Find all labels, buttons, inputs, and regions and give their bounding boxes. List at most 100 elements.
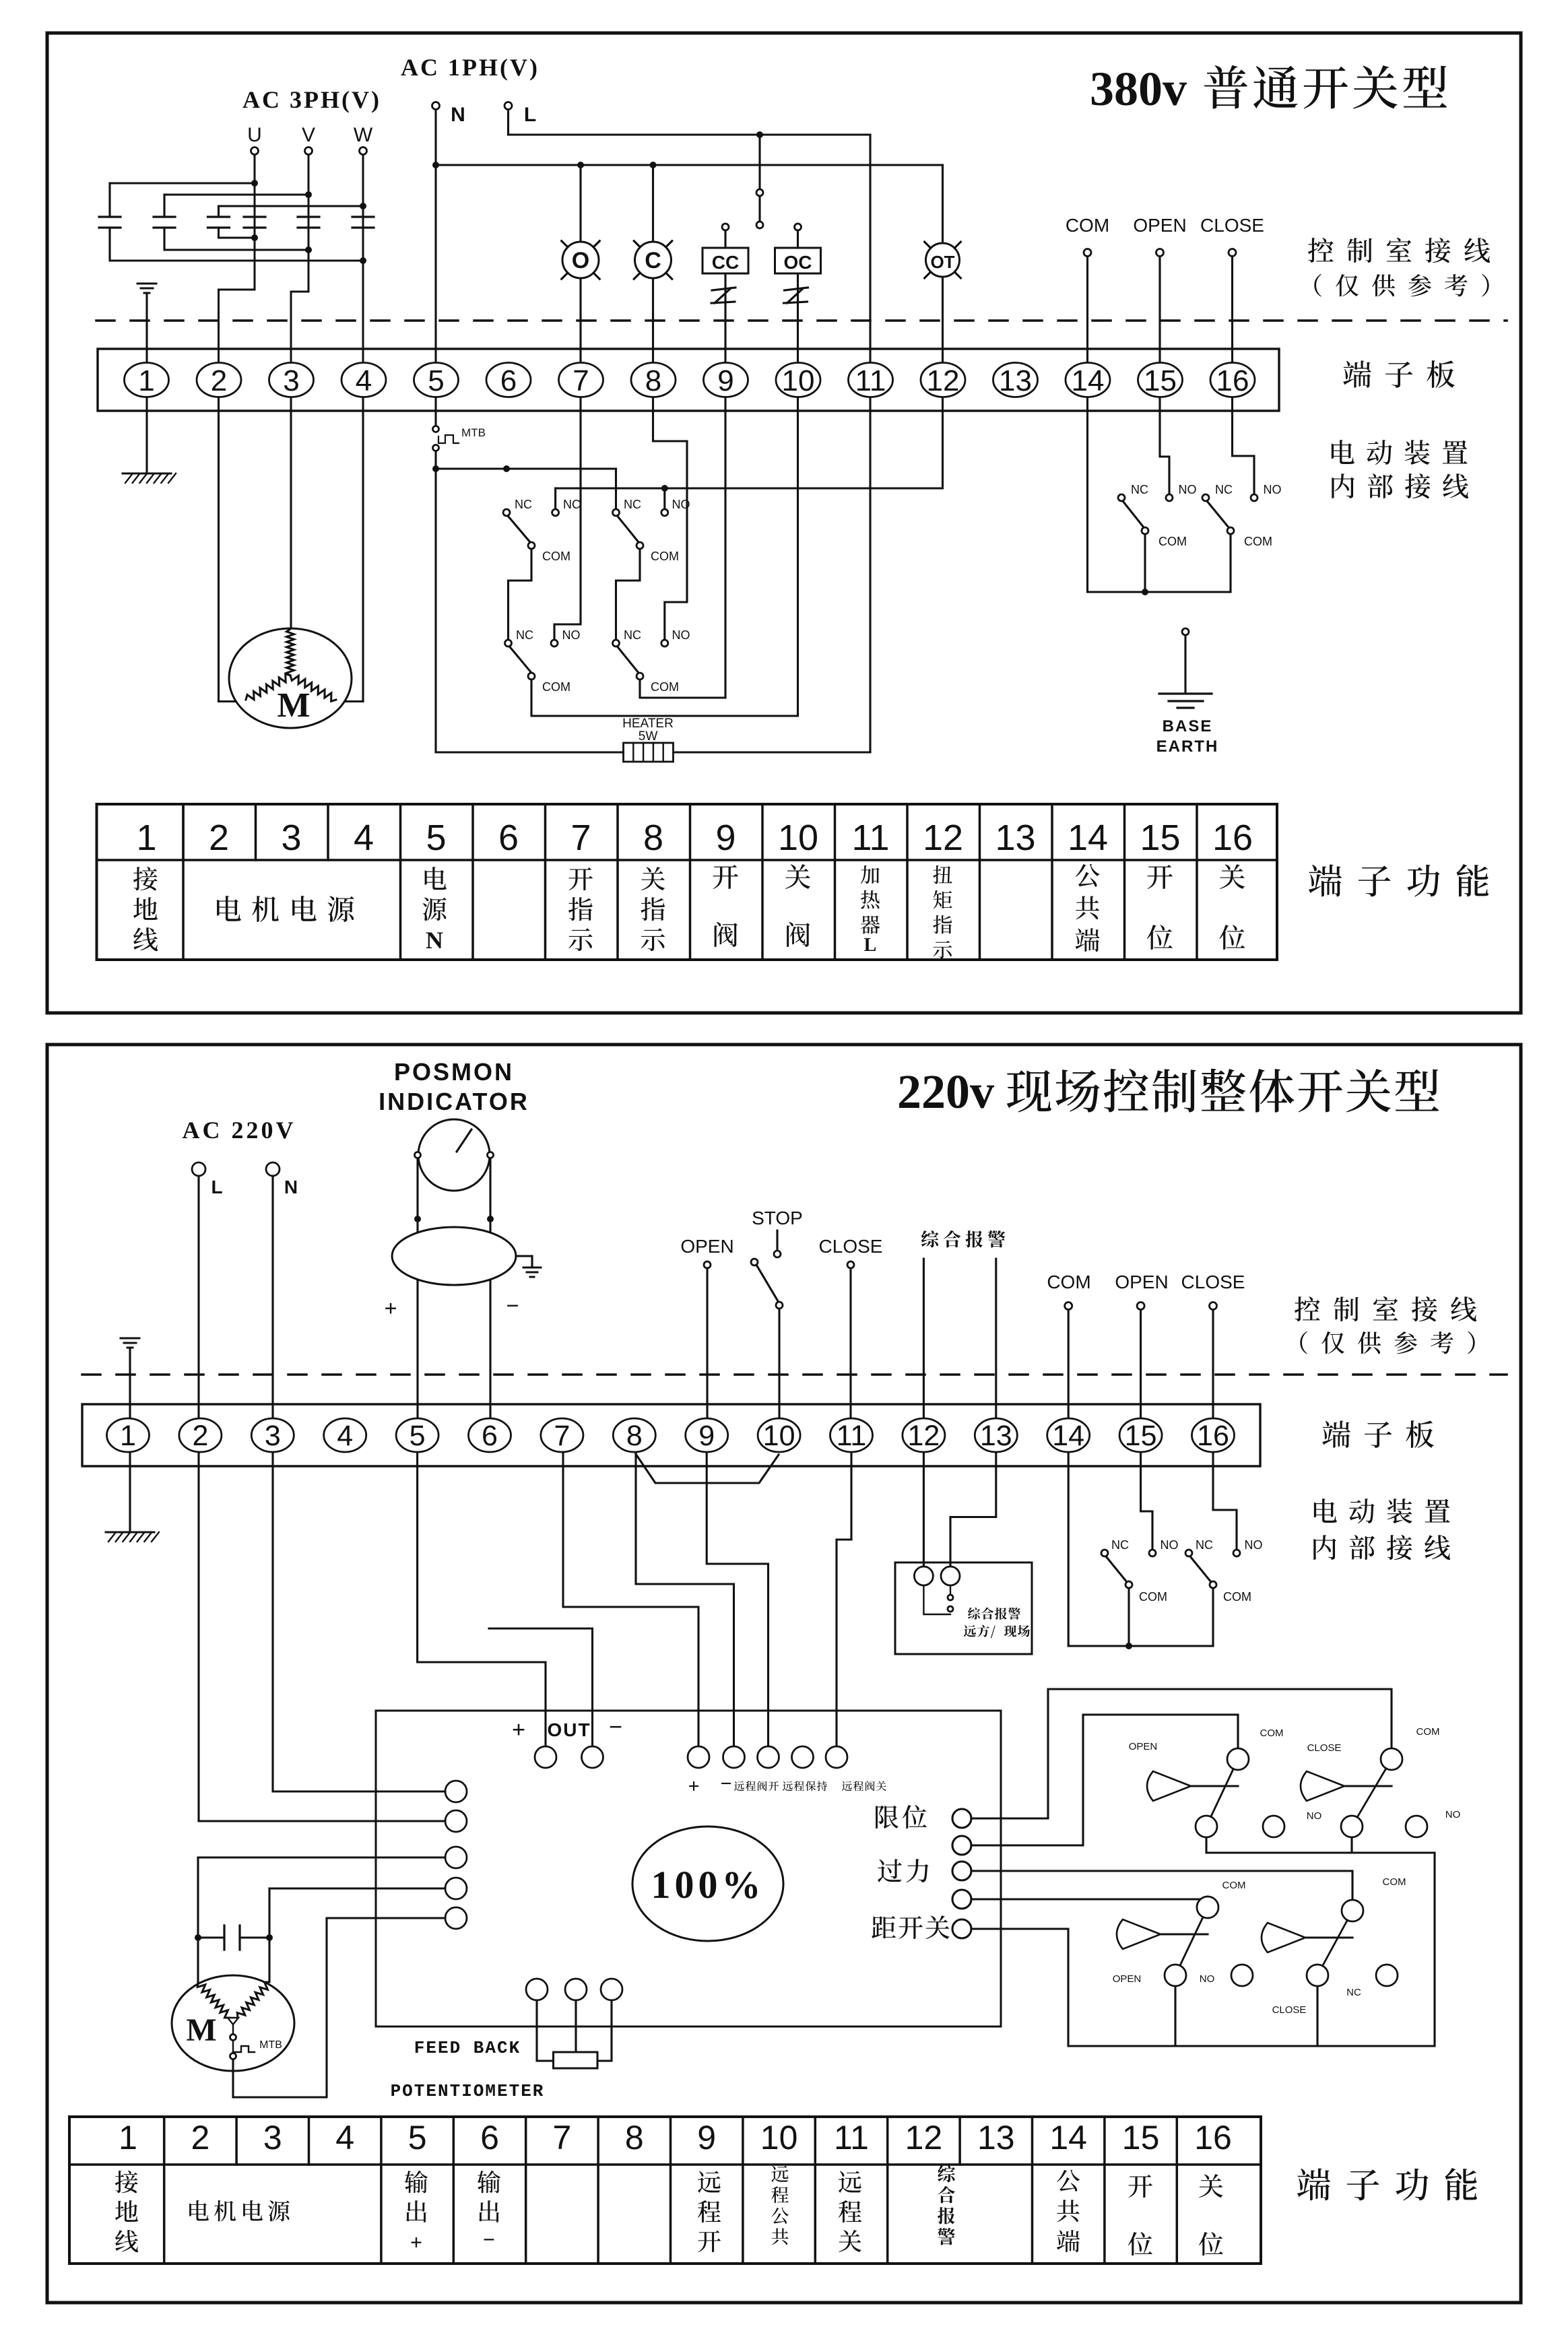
svg-text:6: 6 xyxy=(498,818,519,858)
svg-text:NC: NC xyxy=(1346,1987,1361,1998)
svg-text:+: + xyxy=(384,1296,397,1321)
svg-text:CLOSE: CLOSE xyxy=(1272,2004,1307,2016)
svg-text:4: 4 xyxy=(356,364,372,397)
svg-text:12: 12 xyxy=(907,1420,940,1452)
svg-text:2: 2 xyxy=(209,818,229,858)
svg-text:12: 12 xyxy=(905,2119,943,2156)
svg-text:+: + xyxy=(410,2230,422,2254)
svg-text:N: N xyxy=(451,104,465,126)
svg-text:NC: NC xyxy=(624,628,641,642)
svg-text:L: L xyxy=(524,104,536,126)
svg-text:15: 15 xyxy=(1122,2119,1160,2156)
svg-text:NO: NO xyxy=(1179,483,1197,496)
svg-text:O: O xyxy=(572,248,589,273)
svg-text:13: 13 xyxy=(977,2119,1015,2156)
svg-text:INDICATOR: INDICATOR xyxy=(379,1088,529,1115)
svg-text:8: 8 xyxy=(643,818,663,858)
svg-text:NC: NC xyxy=(516,628,533,642)
svg-text:COM: COM xyxy=(1139,1590,1167,1604)
svg-text:POTENTIOMETER: POTENTIOMETER xyxy=(391,2081,545,2101)
svg-text:CLOSE: CLOSE xyxy=(819,1236,883,1257)
svg-text:FEED BACK: FEED BACK xyxy=(414,2038,521,2058)
svg-text:7: 7 xyxy=(552,2119,571,2156)
svg-text:M: M xyxy=(277,686,310,725)
svg-text:V: V xyxy=(302,124,315,146)
svg-text:4: 4 xyxy=(354,818,374,858)
svg-text:16: 16 xyxy=(1216,364,1249,397)
svg-text:NO: NO xyxy=(1161,1538,1179,1552)
svg-text:11: 11 xyxy=(834,2119,869,2156)
svg-text:N: N xyxy=(284,1177,298,1197)
svg-text:NC: NC xyxy=(624,498,641,511)
svg-text:AC 1PH(V): AC 1PH(V) xyxy=(401,54,540,81)
svg-text:1: 1 xyxy=(138,364,154,397)
svg-text:11: 11 xyxy=(855,364,886,397)
svg-text:380v: 380v xyxy=(1090,62,1187,116)
svg-text:8: 8 xyxy=(626,1420,643,1452)
svg-text:8: 8 xyxy=(645,364,661,397)
svg-text:14: 14 xyxy=(1068,818,1108,858)
svg-text:AC 3PH(V): AC 3PH(V) xyxy=(242,86,381,113)
svg-text:15: 15 xyxy=(1125,1420,1157,1452)
svg-text:6: 6 xyxy=(480,2119,499,2156)
svg-text:COM: COM xyxy=(542,550,570,563)
svg-text:U: U xyxy=(247,124,262,146)
svg-text:COM: COM xyxy=(651,680,679,694)
svg-text:+: + xyxy=(688,1775,699,1798)
svg-text:3: 3 xyxy=(265,1420,281,1452)
svg-text:6: 6 xyxy=(500,364,517,397)
svg-text:9: 9 xyxy=(717,364,733,397)
svg-text:5: 5 xyxy=(410,1420,426,1452)
svg-text:L: L xyxy=(211,1177,222,1197)
svg-text:+: + xyxy=(512,1716,526,1743)
svg-text:7: 7 xyxy=(554,1420,570,1452)
svg-text:W: W xyxy=(354,124,373,146)
svg-text:9: 9 xyxy=(698,1420,715,1452)
svg-text:OPEN: OPEN xyxy=(680,1236,733,1257)
svg-text:COM: COM xyxy=(1244,535,1272,548)
svg-text:7: 7 xyxy=(573,364,589,397)
svg-text:−: − xyxy=(506,1294,519,1319)
svg-text:OC: OC xyxy=(784,252,812,273)
svg-text:7: 7 xyxy=(570,818,591,858)
svg-text:OPEN: OPEN xyxy=(1133,215,1186,236)
svg-text:C: C xyxy=(645,248,661,273)
svg-text:NO: NO xyxy=(1200,1973,1215,1985)
svg-text:NC: NC xyxy=(1215,483,1233,496)
svg-text:10: 10 xyxy=(782,364,815,397)
svg-text:10: 10 xyxy=(778,818,818,858)
svg-text:3: 3 xyxy=(263,2119,282,2156)
svg-text:BASE: BASE xyxy=(1163,717,1213,735)
svg-text:13: 13 xyxy=(995,818,1035,858)
svg-text:NC: NC xyxy=(1131,483,1148,496)
svg-text:5: 5 xyxy=(408,2119,427,2156)
svg-text:2: 2 xyxy=(192,1420,208,1452)
svg-text:2: 2 xyxy=(211,364,227,397)
svg-text:NC: NC xyxy=(563,498,581,511)
svg-text:100%: 100% xyxy=(651,1863,765,1907)
svg-text:5: 5 xyxy=(426,818,446,858)
svg-text:OPEN: OPEN xyxy=(1129,1741,1158,1752)
svg-text:14: 14 xyxy=(1049,2119,1087,2156)
svg-text:NO: NO xyxy=(672,628,690,642)
svg-text:1: 1 xyxy=(119,2119,137,2156)
svg-text:COM: COM xyxy=(1416,1726,1440,1738)
svg-text:−: − xyxy=(483,2227,495,2251)
svg-text:16: 16 xyxy=(1212,818,1253,858)
svg-text:COM: COM xyxy=(1260,1727,1284,1739)
svg-text:L: L xyxy=(864,935,877,956)
svg-text:9: 9 xyxy=(697,2119,716,2156)
svg-text:15: 15 xyxy=(1140,818,1180,858)
svg-text:COM: COM xyxy=(651,550,679,563)
svg-text:COM: COM xyxy=(1223,1590,1251,1604)
svg-text:OPEN: OPEN xyxy=(1113,1973,1142,1985)
svg-text:10: 10 xyxy=(763,1420,795,1452)
svg-text:HEATER: HEATER xyxy=(622,717,674,731)
svg-text:NO: NO xyxy=(1245,1538,1263,1552)
svg-text:COM: COM xyxy=(1158,535,1187,548)
svg-text:NC: NC xyxy=(515,498,532,511)
svg-text:220v: 220v xyxy=(897,1065,994,1119)
svg-text:3: 3 xyxy=(283,364,299,397)
svg-text:NO: NO xyxy=(1307,1810,1322,1822)
svg-text:1: 1 xyxy=(136,818,156,858)
